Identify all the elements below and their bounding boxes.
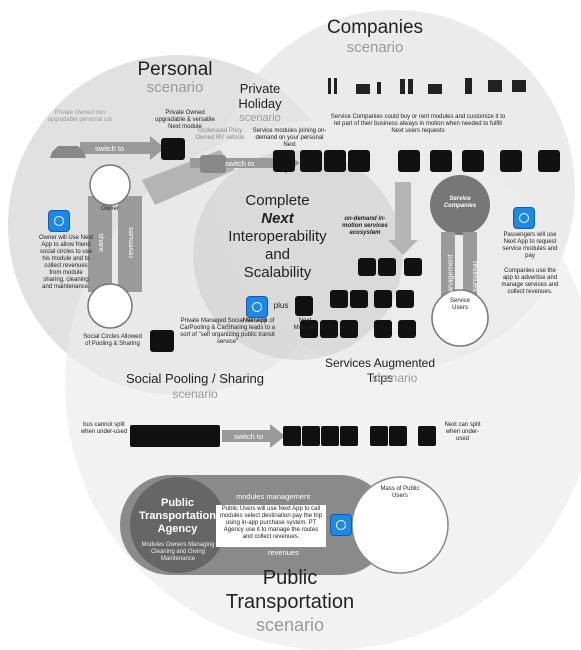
companies-note: Service Companies could buy or rent modu… <box>330 114 506 134</box>
sat-title: Services Augmented <box>324 356 436 370</box>
service-users-circle <box>431 289 489 347</box>
company-service-icons <box>328 78 526 94</box>
owner-note: Owner will Use Next App to allow friend … <box>38 235 93 290</box>
center-line-2: Next <box>261 210 294 227</box>
agency-circle <box>130 477 226 573</box>
next-module-icon <box>161 138 185 160</box>
rv-vehicle-icon <box>200 155 226 173</box>
personal-sub: scenario <box>146 79 204 96</box>
mass-users-label: Mass of Public Users <box>380 486 420 499</box>
switch-to-label-3: switch to <box>234 432 264 441</box>
underused-note: Underused Pricy Owned RV vehicle <box>195 128 245 141</box>
holiday-title-2: Holiday <box>238 96 282 111</box>
next-modules-label: Next Modules <box>293 318 317 331</box>
service-modules-note: Service modules joining on-demand on you… <box>252 128 327 148</box>
management-label: management <box>445 254 455 299</box>
split-modules-row <box>283 426 436 446</box>
agency-title-3: Agency <box>157 523 198 535</box>
switch-to-label-1: switch to <box>95 144 125 153</box>
switch-to-label-2: switch to <box>225 159 255 168</box>
revenues-label-companies: revenues <box>470 261 480 292</box>
revenues-label: revenues <box>125 227 135 258</box>
share-arrow <box>88 196 112 292</box>
companies-title: Companies <box>326 17 424 38</box>
private-next-note: Private Owned upgradable & versatile Nex… <box>155 110 215 130</box>
agency-desc: Modules Owners Managing Cleaning and Giv… <box>141 542 215 562</box>
private-car-note: Private Owned non upgradable personal ca… <box>47 110 113 123</box>
social-circle-ring <box>87 283 133 329</box>
augmented-trips-trains <box>300 258 422 338</box>
agency-title-1: Public <box>160 497 194 509</box>
share-label: share <box>96 233 106 252</box>
bus-cannot-note: bus cannot split when under-used <box>80 422 128 435</box>
bus-icon <box>130 425 220 447</box>
social-circles-note: Social Circles Allowed of Pooling & Shar… <box>83 334 142 347</box>
center-module-icon <box>295 296 313 316</box>
holiday-sub: scenario <box>239 112 281 124</box>
switch-to-arrow-bus <box>222 424 285 448</box>
modules-management-label: modules management <box>236 492 311 501</box>
passengers-note: Passengers will use Next App to request … <box>502 232 558 259</box>
center-line-3: Interoperability <box>228 228 327 245</box>
social-sub: scenario <box>172 387 218 401</box>
switch-to-arrow-personal <box>80 136 165 160</box>
service-modules-train <box>273 150 560 172</box>
owner-circle <box>89 164 131 206</box>
public-users-note-bg <box>216 505 326 547</box>
service-companies-circle <box>430 175 490 235</box>
center-circle <box>193 150 403 360</box>
center-line-4: and <box>264 246 291 263</box>
ondemand-note: on-demand in-motion services ecosystem <box>342 216 388 236</box>
public-title-1: Public <box>262 567 318 589</box>
switch-to-arrow-holiday <box>190 152 300 174</box>
next-can-note: Next can split when under-used <box>444 422 481 442</box>
companies-sub: scenario <box>346 39 404 56</box>
public-title-2: Transportation <box>225 591 355 613</box>
revenues-label-agency: revenues <box>268 548 299 557</box>
revenues-arrow <box>118 196 142 292</box>
ondemand-arrow <box>388 182 418 255</box>
sat-sub: scenario <box>372 371 418 385</box>
next-app-icon-personal <box>48 210 70 232</box>
sat-title-2: Trips <box>366 371 394 385</box>
public-users-note: Public Users will use Next App to call m… <box>219 506 323 540</box>
holiday-title-1: Private <box>239 81 281 96</box>
next-app-icon-companies <box>513 207 535 229</box>
social-title: Social Pooling / Sharing <box>125 371 265 386</box>
center-line-1: Complete <box>245 192 310 209</box>
center-line-5: Scalability <box>243 264 312 281</box>
public-sub: scenario <box>255 615 325 635</box>
next-app-label: Next App <box>242 318 268 324</box>
private-managed-note: Private Managed Social Network of CarPoo… <box>179 318 276 345</box>
next-app-icon-public <box>330 514 352 536</box>
owner-label: Owner <box>101 206 119 212</box>
plus-label: plus <box>273 301 289 310</box>
companies-use-note: Companies use the app to advertise and m… <box>501 268 559 295</box>
service-users-label: Service Users <box>449 298 470 311</box>
mass-users-circle <box>351 476 449 574</box>
agency-title-2: Transportation <box>138 510 216 522</box>
service-companies-label: Service Companies <box>443 196 477 209</box>
car-icon <box>50 146 86 158</box>
personal-title: Personal <box>137 59 213 80</box>
next-module-social-icon <box>150 330 174 352</box>
next-app-icon-center <box>246 296 268 318</box>
